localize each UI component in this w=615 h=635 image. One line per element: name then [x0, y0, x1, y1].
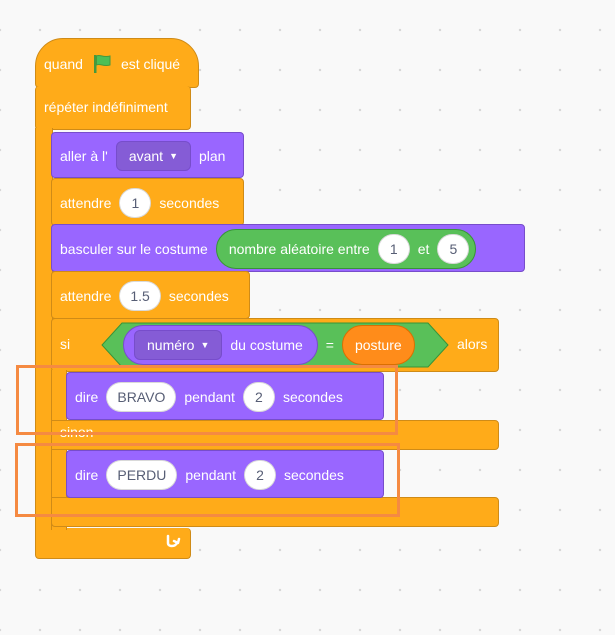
when-label: quand [44, 56, 83, 72]
costume-property-value: numéro [147, 337, 195, 353]
clicked-label: est cliqué [120, 56, 181, 72]
if-label: si [60, 336, 71, 352]
wait-block-2[interactable]: attendre 1.5 secondes [51, 271, 250, 319]
of-costume-label: du costume [230, 337, 303, 353]
costume-reporter[interactable]: numéro ▼ du costume [123, 325, 318, 365]
say-label: dire [75, 389, 99, 405]
forever-block-footer[interactable] [35, 528, 191, 559]
say-for-secs-block-if[interactable]: dire BRAVO pendant 2 secondes [66, 372, 384, 420]
highlight-box-perdu [15, 443, 400, 517]
layer-label: plan [198, 148, 226, 164]
wait-seconds-input[interactable]: 1.5 [119, 281, 161, 311]
say-seconds-input[interactable]: 2 [243, 460, 276, 490]
go-to-layer-block[interactable]: aller à l' avant ▼ plan [51, 132, 244, 178]
say-message-input[interactable]: BRAVO [106, 382, 177, 412]
chevron-down-icon: ▼ [200, 340, 210, 350]
switch-costume-block[interactable]: basculer sur le costume nombre aléatoire… [51, 224, 525, 272]
when-flag-clicked-block[interactable]: quand est cliqué [35, 38, 199, 88]
chevron-down-icon: ▼ [169, 151, 178, 161]
forever-block-header[interactable]: répéter indéfiniment [35, 86, 191, 130]
then-label: alors [457, 336, 488, 352]
if-else-block-header[interactable]: si numéro ▼ du costume = posture alors [51, 318, 499, 372]
say-message-input[interactable]: PERDU [106, 460, 178, 490]
wait-label: attendre [60, 195, 112, 211]
wait-block-1[interactable]: attendre 1 secondes [51, 178, 244, 226]
layer-dropdown[interactable]: avant ▼ [115, 141, 191, 171]
and-label: et [417, 241, 430, 257]
if-else-block-footer[interactable] [51, 497, 499, 527]
for-label: pendant [184, 389, 235, 405]
say-label: dire [75, 467, 99, 483]
random-to-input[interactable]: 5 [437, 234, 470, 264]
say-seconds-input[interactable]: 2 [242, 382, 275, 412]
wait-seconds-input[interactable]: 1 [119, 188, 152, 218]
say-for-secs-block-else[interactable]: dire PERDU pendant 2 secondes [66, 450, 384, 498]
equals-label: = [325, 337, 334, 353]
seconds-label: secondes [283, 467, 344, 483]
random-from-input[interactable]: 1 [377, 234, 410, 264]
green-flag-icon [91, 53, 113, 75]
wait-label: attendre [60, 288, 112, 304]
posture-reporter[interactable]: posture [341, 325, 415, 365]
costume-equals-condition[interactable]: numéro ▼ du costume = posture [100, 322, 450, 368]
seconds-label: secondes [282, 389, 343, 405]
forever-label: répéter indéfiniment [44, 99, 168, 115]
costume-property-dropdown[interactable]: numéro ▼ [134, 330, 223, 360]
switch-costume-label: basculer sur le costume [60, 241, 208, 257]
random-label: nombre aléatoire entre [228, 241, 370, 257]
seconds-label: secondes [168, 288, 229, 304]
loop-arrow-icon [164, 533, 182, 556]
highlight-box-bravo [16, 365, 398, 435]
seconds-label: secondes [159, 195, 220, 211]
random-number-reporter[interactable]: nombre aléatoire entre 1 et 5 [215, 229, 477, 269]
go-to-label: aller à l' [60, 148, 108, 164]
for-label: pendant [185, 467, 236, 483]
layer-dropdown-value: avant [128, 148, 164, 164]
